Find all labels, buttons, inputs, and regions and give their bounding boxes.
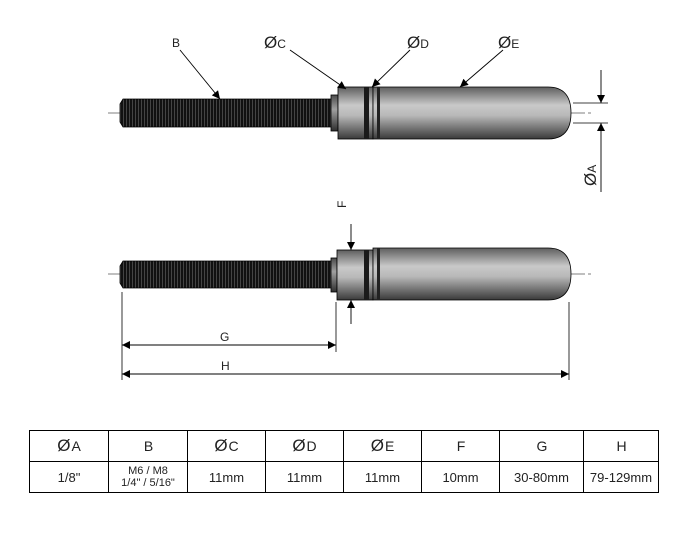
label-c: ØC <box>264 33 286 52</box>
pin-side-view <box>108 247 592 301</box>
header-e: ØE <box>343 430 422 462</box>
value-a: 1/8" <box>29 461 109 493</box>
value-g: 30-80mm <box>499 461 584 493</box>
side-body-ring <box>377 248 380 300</box>
label-e: ØE <box>498 33 519 52</box>
value-b-metric: M6 / M8 <box>128 465 168 477</box>
top-body-ring <box>377 87 380 139</box>
leader-e <box>459 49 504 88</box>
top-shoulder <box>330 94 339 132</box>
side-threaded-shaft <box>119 260 332 289</box>
top-body <box>372 86 572 140</box>
header-g: G <box>499 430 584 462</box>
top-threaded-shaft <box>119 98 332 128</box>
top-collar-groove <box>364 87 369 139</box>
leader-c <box>289 49 347 90</box>
value-d: 11mm <box>265 461 344 493</box>
technical-drawing: B ØC ØD ØE ØA F G <box>108 33 608 380</box>
header-b: B <box>108 430 188 462</box>
value-f: 10mm <box>421 461 500 493</box>
label-a: ØA <box>581 165 600 186</box>
label-b: B <box>172 36 180 50</box>
label-h: H <box>221 359 230 373</box>
header-f: F <box>421 430 500 462</box>
header-c: ØC <box>187 430 266 462</box>
value-b-imperial: 1/4" / 5/16" <box>121 477 175 489</box>
header-a: ØA <box>29 430 109 462</box>
label-d: ØD <box>407 33 429 52</box>
header-h: H <box>583 430 659 462</box>
pin-top-view <box>108 86 592 140</box>
header-d: ØD <box>265 430 344 462</box>
value-e: 11mm <box>343 461 422 493</box>
side-dimensions: F G H <box>121 201 570 380</box>
value-h: 79-129mm <box>583 461 659 493</box>
side-shoulder <box>330 257 338 293</box>
leader-b <box>179 49 221 100</box>
top-dimensions: B ØC ØD ØE ØA <box>172 33 608 192</box>
leader-d <box>371 49 411 88</box>
value-c: 11mm <box>187 461 266 493</box>
table-header-row: ØA B ØC ØD ØE F G H <box>29 430 659 462</box>
side-body <box>372 247 572 301</box>
label-f: F <box>335 201 349 208</box>
side-collar-groove <box>364 250 369 300</box>
label-g: G <box>220 330 229 344</box>
